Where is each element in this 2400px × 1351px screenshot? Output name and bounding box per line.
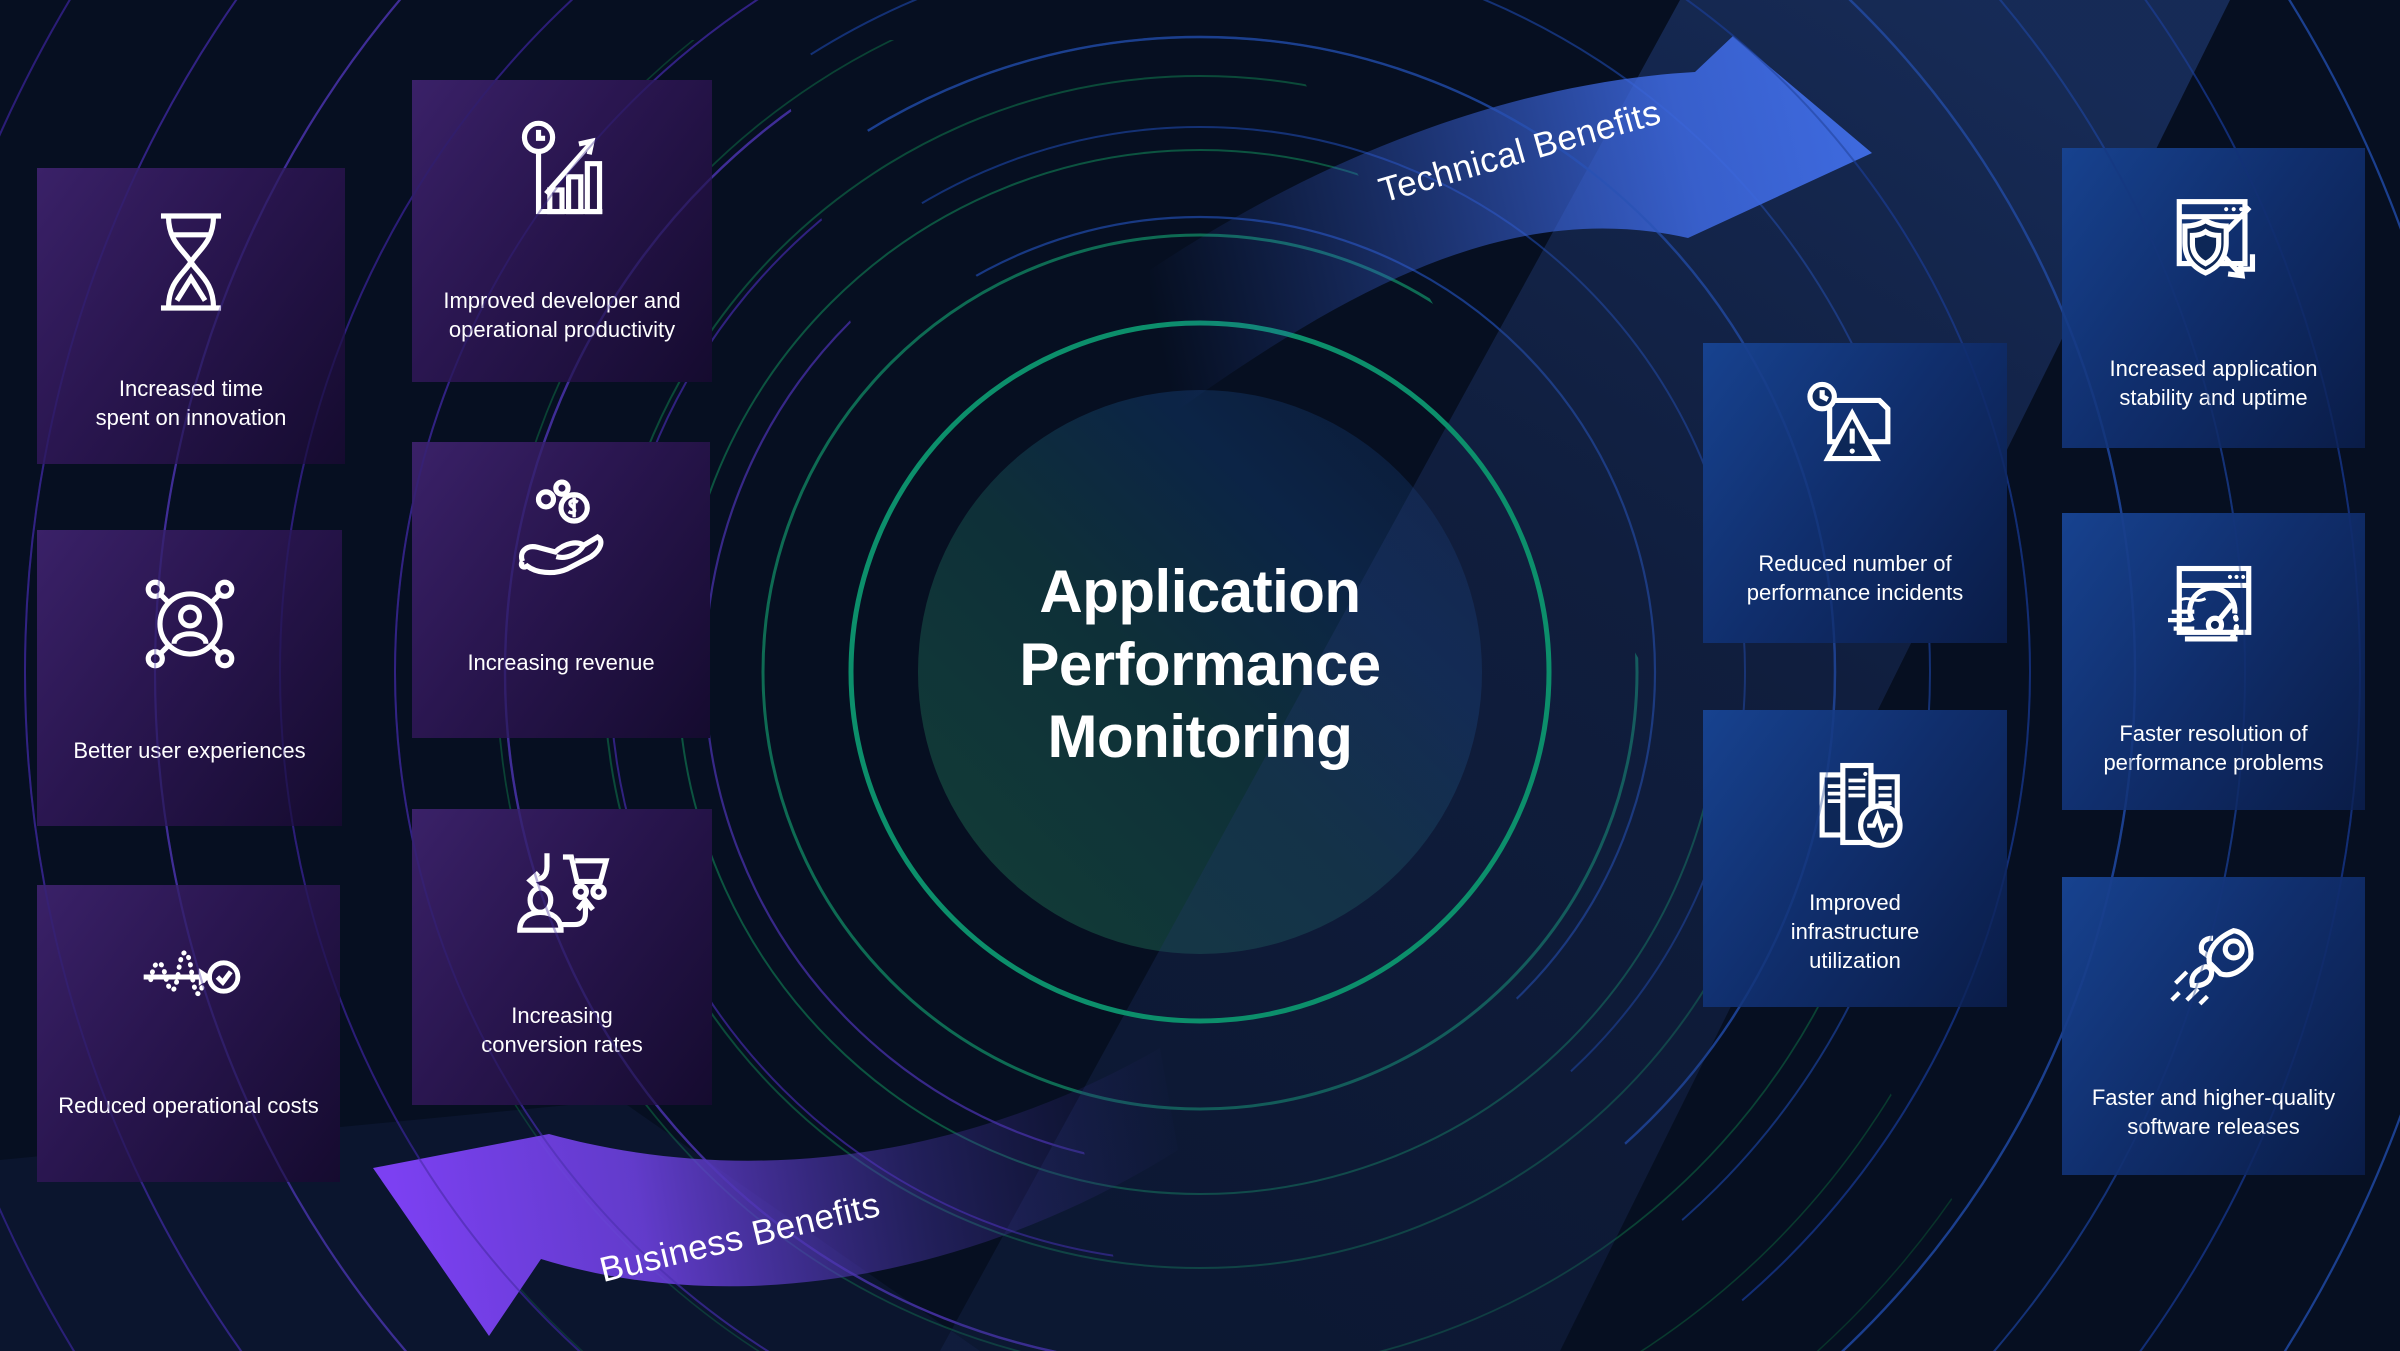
user-network-icon [37, 558, 342, 690]
speedometer-icon [2062, 541, 2365, 673]
card-label: Reduced number of performance incidents [1746, 551, 1964, 606]
infrastructure-servers-icon [1703, 738, 2007, 870]
card-increasing-conversion-rates: Increasing conversion rates [412, 809, 712, 1105]
hourglass-icon [37, 196, 345, 328]
card-label: Better user experiences [73, 738, 306, 763]
card-increased-time-innovation: Increased time spent on innovation [37, 168, 345, 464]
cost-reduction-icon [37, 937, 340, 1017]
card-label: Improved developer and operational produ… [443, 288, 681, 343]
card-label: Increased application stability and upti… [2109, 356, 2318, 411]
card-improved-productivity: Improved developer and operational produ… [412, 80, 712, 382]
rocket-icon [2062, 905, 2365, 1037]
card-faster-problem-resolution: Faster resolution of performance problem… [2062, 513, 2365, 810]
conversion-cart-icon [412, 837, 712, 969]
card-improved-infrastructure-utilization: Improved infrastructure utilization [1703, 710, 2007, 1007]
card-reduced-performance-incidents: Reduced number of performance incidents [1703, 343, 2007, 643]
card-faster-software-releases: Faster and higher-quality software relea… [2062, 877, 2365, 1175]
revenue-hand-icon [412, 470, 710, 602]
incident-alert-icon [1703, 371, 2007, 503]
card-label: Reduced operational costs [58, 1093, 319, 1118]
business-benefits-arrow [373, 1048, 1178, 1336]
card-label: Improved infrastructure utilization [1790, 890, 1920, 974]
stability-shield-icon [2062, 176, 2365, 308]
card-label: Faster resolution of performance problem… [2103, 721, 2324, 776]
card-label: Increased time spent on innovation [95, 376, 287, 431]
card-increasing-revenue: Increasing revenue [412, 442, 710, 738]
center-title: Application Performance Monitoring [1019, 558, 1381, 771]
technical-benefits-arrow [1150, 36, 1872, 430]
card-increased-stability-uptime: Increased application stability and upti… [2062, 148, 2365, 448]
card-label: Faster and higher-quality software relea… [2091, 1085, 2336, 1140]
card-reduced-operational-costs: Reduced operational costs [37, 885, 340, 1182]
card-better-user-experiences: Better user experiences [37, 530, 342, 826]
card-label: Increasing revenue [467, 650, 655, 675]
productivity-chart-icon [412, 108, 712, 240]
card-label: Increasing conversion rates [481, 1003, 643, 1058]
